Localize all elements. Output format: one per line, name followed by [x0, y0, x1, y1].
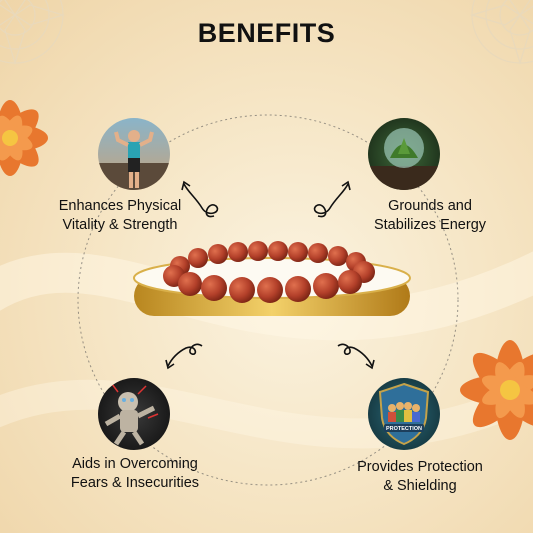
curved-arrow-icon-1	[181, 180, 219, 218]
benefit-label-protection: Provides Protection & Shielding	[320, 458, 520, 496]
benefit-label-line2: Fears & Insecurities	[70, 475, 200, 491]
benefit-image-protection: PROTECTION	[368, 378, 440, 450]
curved-arrow-icon-2	[313, 180, 351, 218]
benefit-label-physical: Enhances Physical Vitality & Strength	[30, 197, 210, 235]
mandala-decoration-top-left	[0, 0, 66, 66]
benefit-label-line1: Provides Protection	[357, 459, 483, 475]
flower-right-icon	[460, 340, 533, 440]
earth-sphere-icon	[368, 128, 440, 190]
curved-arrow-icon-3	[165, 343, 203, 370]
voodoo-doll-icon	[104, 383, 159, 446]
benefit-label-line2: Vitality & Strength	[62, 217, 178, 233]
benefit-label-line2: & Shielding	[383, 478, 457, 494]
benefit-image-grounding	[368, 118, 440, 190]
athlete-flexing-icon	[98, 130, 170, 190]
benefit-label-fears: Aids in Overcoming Fears & Insecurities	[40, 455, 230, 493]
flower-left-icon	[0, 100, 48, 176]
curved-arrow-icon-4	[337, 343, 375, 370]
bracelet-on-pedestal	[133, 241, 411, 316]
benefit-image-physical	[98, 118, 170, 190]
protection-shield-icon: PROTECTION	[378, 382, 430, 446]
benefit-label-line2: Stabilizes Energy	[373, 217, 487, 233]
protection-badge-text: PROTECTION	[386, 426, 422, 432]
benefit-image-fears	[98, 378, 170, 450]
benefit-label-line1: Aids in Overcoming	[72, 456, 198, 472]
mandala-decoration-top-right	[469, 0, 533, 66]
benefit-label-grounding: Grounds and Stabilizes Energy	[350, 197, 510, 235]
page-title: BENEFITS	[197, 18, 336, 48]
benefit-label-line1: Grounds and	[388, 198, 472, 214]
benefit-label-line1: Enhances Physical	[58, 198, 182, 214]
